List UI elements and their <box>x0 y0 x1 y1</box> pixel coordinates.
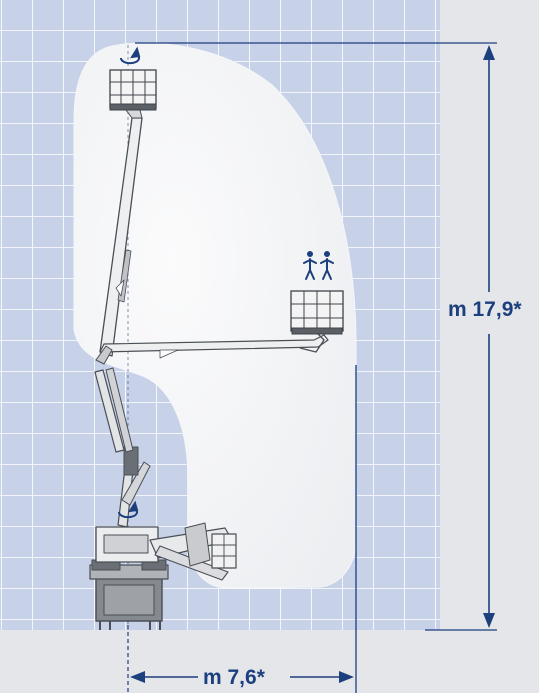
basket-top <box>109 69 157 111</box>
two-persons-icon <box>303 251 334 280</box>
horizontal-boom <box>99 334 329 353</box>
rotation-arrow-icon <box>120 46 141 65</box>
working-height-label: m 17,9* <box>446 298 524 321</box>
basket-outreach <box>290 290 344 335</box>
machine <box>89 109 329 630</box>
height-dimension <box>135 42 497 631</box>
reach-dimension <box>127 365 357 693</box>
working-envelope <box>73 42 357 589</box>
horizontal-reach-label: m 7,6* <box>201 666 267 689</box>
rotation-arrow-icon <box>118 500 139 519</box>
